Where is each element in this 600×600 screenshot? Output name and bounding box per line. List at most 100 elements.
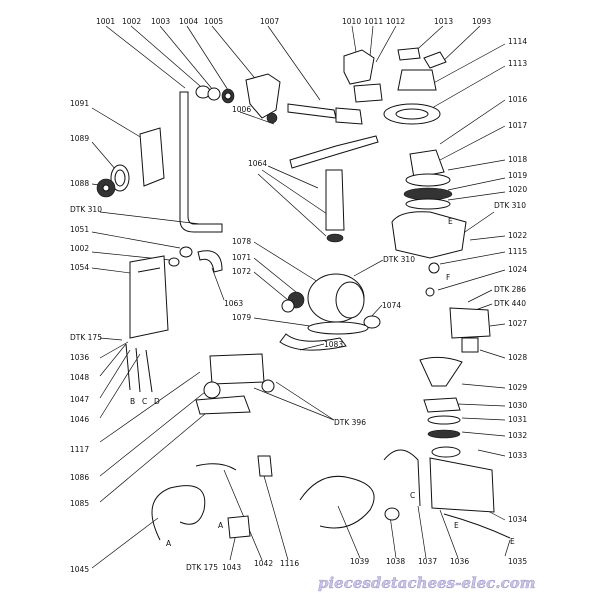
label-1117: 1117	[70, 445, 89, 454]
label-1043: 1043	[222, 563, 241, 572]
letter-f: F	[446, 273, 450, 282]
leader-1033	[477, 449, 506, 457]
label-1046: 1046	[70, 415, 89, 424]
part-1013-bolt	[397, 47, 421, 61]
part-1016-cup	[409, 149, 445, 179]
leader-1064b	[261, 169, 331, 217]
leader-dtk396b	[275, 381, 335, 421]
part-1048-wire	[125, 343, 131, 391]
leader-1006	[239, 111, 275, 125]
letter-e-3: E	[510, 537, 515, 546]
label-1018: 1018	[508, 155, 527, 164]
part-1093-clip	[423, 51, 447, 69]
leader-1001	[105, 25, 186, 89]
part-1029-funnel	[419, 356, 463, 387]
leader-1032	[461, 431, 506, 437]
label-1063: 1063	[224, 299, 243, 308]
leader-1064a	[267, 165, 319, 189]
letter-c-2: C	[410, 491, 415, 500]
part-dtk396-ring	[261, 379, 275, 393]
label-1054: 1054	[70, 263, 89, 272]
letter-c-1: C	[142, 397, 147, 406]
letter-a-1: A	[166, 539, 172, 548]
part-1037-frame	[383, 449, 421, 507]
leader-1089	[91, 141, 117, 171]
part-1038-plug	[384, 507, 400, 521]
part-1116-sensor	[257, 455, 273, 477]
label-1085: 1085	[70, 499, 89, 508]
part-1045-hose	[151, 485, 206, 541]
part-1089-ring	[110, 164, 130, 192]
part-1034-container	[429, 457, 495, 513]
part-1051-ring	[179, 246, 193, 258]
label-1035: 1035	[508, 557, 527, 566]
label-1034: 1034	[508, 515, 527, 524]
label-1088: 1088	[70, 179, 89, 188]
leader-dtk175a	[99, 337, 123, 341]
part-1031-ring	[427, 415, 461, 425]
label-1071: 1071	[232, 253, 251, 262]
leader-1031	[461, 417, 506, 421]
label-1030: 1030	[508, 401, 527, 410]
label-dtk175-a: DTK 175	[70, 333, 102, 342]
label-1001: 1001	[96, 17, 115, 26]
part-1114-float	[397, 69, 437, 91]
label-1024: 1024	[508, 265, 527, 274]
leader-1027	[489, 323, 506, 327]
part-1088-gear-center	[102, 184, 110, 192]
label-dtk310-c: DTK 310	[383, 255, 415, 264]
leader-1093	[439, 25, 481, 65]
label-1042: 1042	[254, 559, 273, 568]
part-1115-clip	[428, 262, 440, 274]
part-1024-ring	[425, 287, 435, 297]
label-1017: 1017	[508, 121, 527, 130]
part-1113-plate	[383, 103, 441, 125]
leader-1113	[431, 65, 506, 109]
leader-dtk310b	[461, 211, 495, 235]
leader-1039	[337, 505, 361, 559]
label-dtk440: DTK 440	[494, 299, 526, 308]
label-1083: 1083	[324, 340, 343, 349]
part-1010-clamp	[343, 49, 375, 85]
leader-1083	[299, 343, 325, 351]
part-1064-washer	[326, 233, 344, 243]
label-1093: 1093	[472, 17, 491, 26]
label-1114: 1114	[508, 37, 527, 46]
part-1017-filter	[405, 173, 451, 187]
leader-1022	[469, 235, 506, 241]
leader-1004	[186, 25, 229, 91]
leader-1011	[369, 25, 374, 57]
part-1019-ring	[403, 187, 453, 201]
label-1086: 1086	[70, 473, 89, 482]
leader-1046	[99, 353, 141, 419]
label-1010: 1010	[342, 17, 361, 26]
label-1019: 1019	[508, 171, 527, 180]
leader-1047	[99, 349, 131, 399]
leader-1037	[417, 505, 427, 559]
part-1020-ring	[405, 198, 451, 210]
label-1012: 1012	[386, 17, 405, 26]
label-1039: 1039	[350, 557, 369, 566]
leader-1042	[223, 469, 263, 561]
part-1032-ring	[427, 429, 461, 439]
leader-1072	[253, 271, 289, 301]
part-1072-ring	[281, 299, 295, 313]
part-1063-elbow	[197, 250, 223, 273]
label-1013: 1013	[434, 17, 453, 26]
leader-1038	[389, 515, 397, 559]
label-dtk310-a: DTK 310	[70, 205, 102, 214]
label-1007: 1007	[260, 17, 279, 26]
letter-b: B	[130, 397, 135, 406]
part-1054-tank	[129, 255, 169, 339]
part-1042-wire	[195, 463, 237, 471]
label-1113: 1113	[508, 59, 527, 68]
leader-dtk286	[467, 289, 493, 303]
part-1079-base	[307, 321, 369, 335]
leader-1020	[447, 191, 506, 201]
label-1036: 1036	[70, 353, 89, 362]
part-labels: 1001 1002 1003 1004 1005 1007 1010 1011 …	[70, 17, 527, 574]
part-1086-bracket	[195, 395, 251, 415]
leader-1071	[253, 257, 297, 293]
label-1036b: 1036	[450, 557, 469, 566]
label-1016: 1016	[508, 95, 527, 104]
